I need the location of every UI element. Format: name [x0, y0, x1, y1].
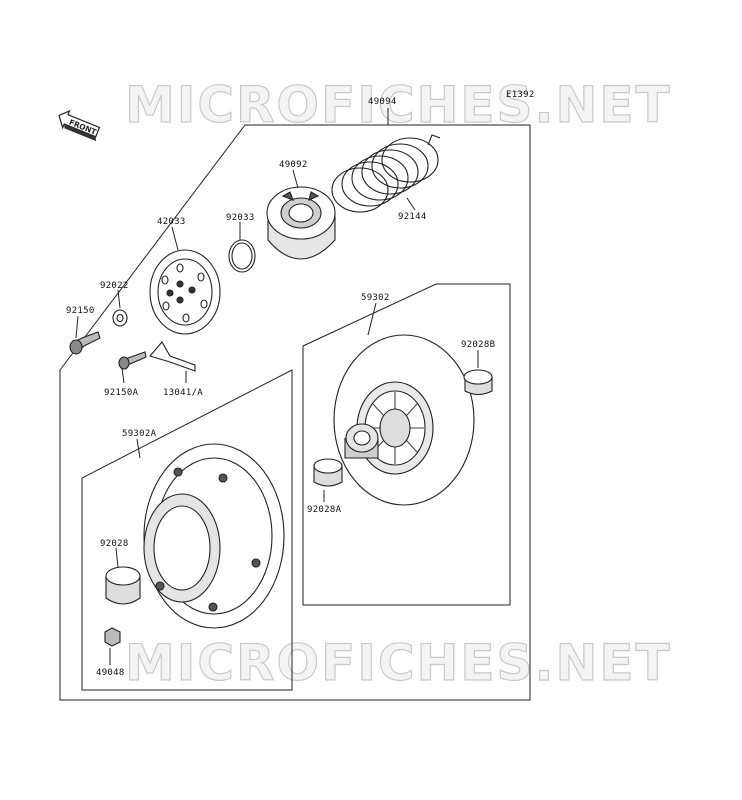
- bolt-a-part: [118, 351, 147, 370]
- label-92028a: 92028A: [307, 505, 342, 515]
- label-92022: 92022: [100, 281, 129, 291]
- bolt-part: [69, 331, 101, 355]
- watermark-bottom: MICROFICHES.NET: [125, 634, 672, 692]
- movable-sheave-part: [143, 443, 285, 629]
- label-59302: 59302: [361, 293, 390, 303]
- label-92033: 92033: [226, 213, 255, 223]
- bushing-b-part: [463, 369, 493, 396]
- label-92150a: 92150A: [104, 388, 139, 398]
- washer-part: [112, 309, 128, 327]
- weight-part: [104, 627, 121, 647]
- label-49092: 49092: [279, 160, 308, 170]
- label-92150: 92150: [66, 306, 95, 316]
- label-49048: 49048: [96, 668, 125, 678]
- leader-lines: [75, 108, 479, 665]
- label-49094: 49094: [368, 97, 397, 107]
- bushing-a-part: [313, 458, 343, 487]
- label-92028: 92028: [100, 539, 129, 549]
- sub-frame-movable: [81, 369, 293, 691]
- label-42033: 42033: [157, 217, 186, 227]
- label-92028b: 92028B: [461, 340, 495, 350]
- ring-part: [228, 239, 256, 273]
- fixed-sheave-part: [333, 334, 475, 506]
- sub-frame-fixed: [302, 283, 511, 606]
- diagram-code: E1392: [506, 90, 535, 100]
- spring-cam-part: [266, 186, 336, 260]
- watermark-top: MICROFICHES.NET: [125, 76, 672, 134]
- bushing-part: [105, 566, 141, 605]
- ramp-part: [149, 341, 196, 372]
- front-arrow-icon: FRONT: [58, 109, 101, 142]
- spring-part: [331, 134, 441, 213]
- cover-plate-part: [149, 249, 221, 335]
- label-92144: 92144: [398, 212, 427, 222]
- label-13041a: 13041/A: [163, 388, 203, 398]
- label-59302a: 59302A: [122, 429, 157, 439]
- outer-frame: [59, 124, 531, 701]
